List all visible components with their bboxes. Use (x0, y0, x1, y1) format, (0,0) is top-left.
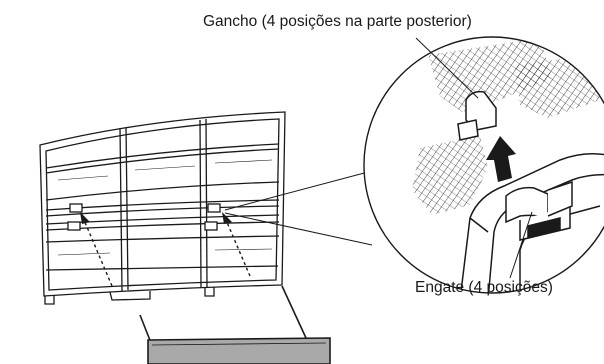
guide-arrowheads (80, 212, 232, 224)
hook-callout-label: Gancho (4 posições na parte posterior) (203, 13, 472, 30)
filter-hooks (67, 203, 221, 231)
insert-arrow (486, 136, 516, 182)
callout-leaders (415, 37, 533, 279)
hook (457, 90, 497, 141)
guide-arrows (83, 219, 251, 287)
indoor-unit-panel (139, 285, 331, 364)
latch (505, 180, 573, 241)
latch-callout-label: Engate (4 posições) (415, 279, 553, 296)
zoom-detail (412, 38, 604, 293)
zoom-leader-lines (224, 171, 373, 246)
